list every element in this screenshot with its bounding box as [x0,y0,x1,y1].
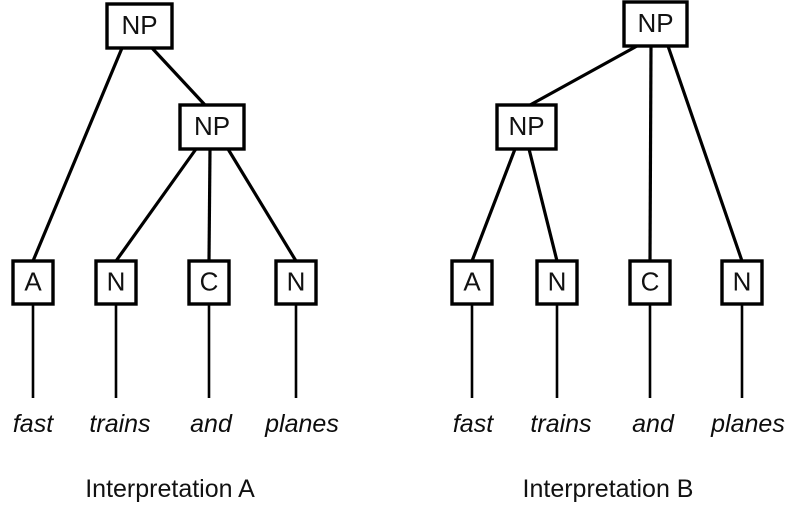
node-box [178,103,246,151]
node-n-trains[interactable]: N [94,259,138,306]
edge-np-sub-to-a [470,148,517,262]
edges-group-b [470,44,744,262]
node-label: N [287,266,306,296]
node-np-root-a[interactable]: NP [105,2,174,50]
node-box [105,2,174,50]
edge-np-root-to-np-sub [150,46,207,107]
word-fast: fast [13,410,54,438]
node-box [535,259,579,306]
node-label: A [24,266,42,296]
node-label: N [548,266,567,296]
node-n-trains[interactable]: N [535,259,579,306]
node-label: C [641,266,660,296]
node-c-conjunction[interactable]: C [187,259,231,306]
node-label: N [107,266,126,296]
edge-np-root-to-c-and [648,45,653,262]
node-a-adjective[interactable]: A [11,259,55,306]
word-planes: planes [710,410,785,438]
node-a-adjective[interactable]: A [450,259,494,306]
word-trains: trains [89,410,150,438]
edge-np-sub-to-n-planes [226,148,298,262]
node-n-planes[interactable]: N [274,259,318,306]
node-box [274,259,318,306]
caption-interpretation-b: Interpretation B [523,475,694,503]
edges-group-a [31,46,298,262]
node-label: NP [194,111,230,141]
edge-np-sub-to-n-trains [114,148,198,262]
node-box [495,103,558,151]
node-box [622,0,689,48]
caption-interpretation-a: Interpretation A [85,475,255,503]
node-label: N [733,266,752,296]
edge-np-root-to-n-planes [666,45,744,262]
node-box [94,259,138,306]
edge-np-sub-to-n-trains [527,148,559,262]
node-label: A [463,266,481,296]
edge-np-root-to-a [31,47,124,262]
edge-np-sub-to-c-and [207,148,212,262]
node-box [628,259,672,306]
stems-group-b [470,304,744,398]
word-fast: fast [453,410,494,438]
node-np-sub-b[interactable]: NP [495,103,558,151]
node-label: NP [121,10,157,40]
node-box [720,259,764,306]
node-c-conjunction[interactable]: C [628,259,672,306]
node-box [11,259,55,306]
word-trains: trains [530,410,591,438]
node-label: NP [508,111,544,141]
node-label: C [200,266,219,296]
edge-np-root-to-np-sub [529,44,638,107]
node-n-planes[interactable]: N [720,259,764,306]
word-and: and [190,410,233,438]
word-and: and [632,410,675,438]
node-box [450,259,494,306]
word-planes: planes [264,410,339,438]
stems-group-a [31,304,298,398]
node-box [187,259,231,306]
node-np-root-b[interactable]: NP [622,0,689,48]
node-np-sub-a[interactable]: NP [178,103,246,151]
node-label: NP [637,8,673,38]
